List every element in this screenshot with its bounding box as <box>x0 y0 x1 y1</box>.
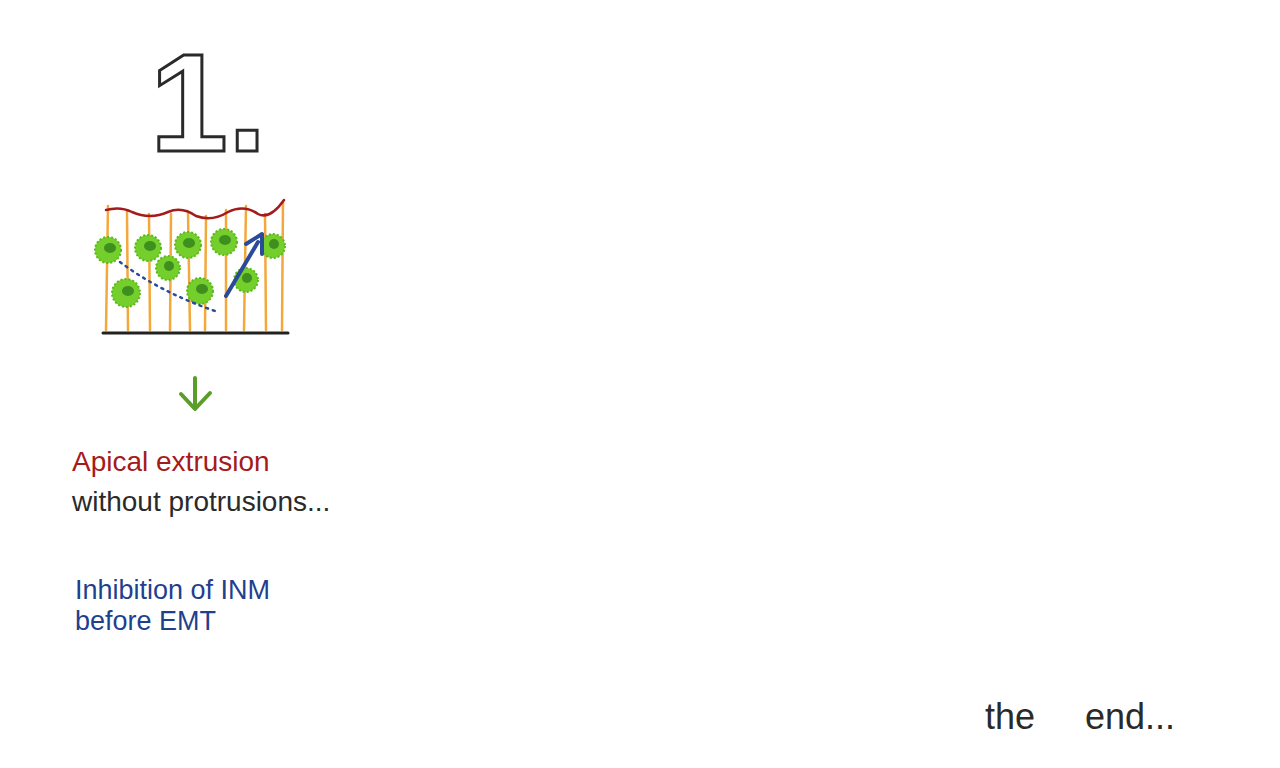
down-arrow <box>181 378 210 409</box>
note-heading: Apical extrusion <box>72 446 270 478</box>
closing-note: the end... <box>985 696 1175 737</box>
step-number: 1. <box>150 22 267 183</box>
cell <box>211 229 237 255</box>
cell <box>175 232 201 258</box>
cell-boundary <box>265 214 266 330</box>
nuclear-movement-arrow <box>226 242 258 296</box>
note-text: Inhibition of INM before EMT <box>75 575 325 637</box>
basal-surface <box>103 332 288 335</box>
cell-boundary <box>282 202 283 330</box>
cell <box>187 278 213 304</box>
cell-boundary <box>127 212 128 330</box>
cell <box>261 234 285 258</box>
cell <box>135 235 161 261</box>
cell <box>112 279 140 307</box>
cell-boundary <box>149 214 150 330</box>
cell-boundary <box>188 212 190 330</box>
note-text: without protrusions... <box>72 486 330 518</box>
arrow-head <box>246 234 262 254</box>
cells <box>95 229 285 307</box>
cell-boundary <box>205 216 206 330</box>
nuclear-path-dotted <box>120 262 215 311</box>
cell-boundaries <box>106 202 283 330</box>
apical-surface <box>106 200 284 218</box>
cell <box>156 256 180 280</box>
cell-boundary <box>106 206 108 330</box>
cell <box>95 237 121 263</box>
cell-boundary <box>225 210 228 330</box>
